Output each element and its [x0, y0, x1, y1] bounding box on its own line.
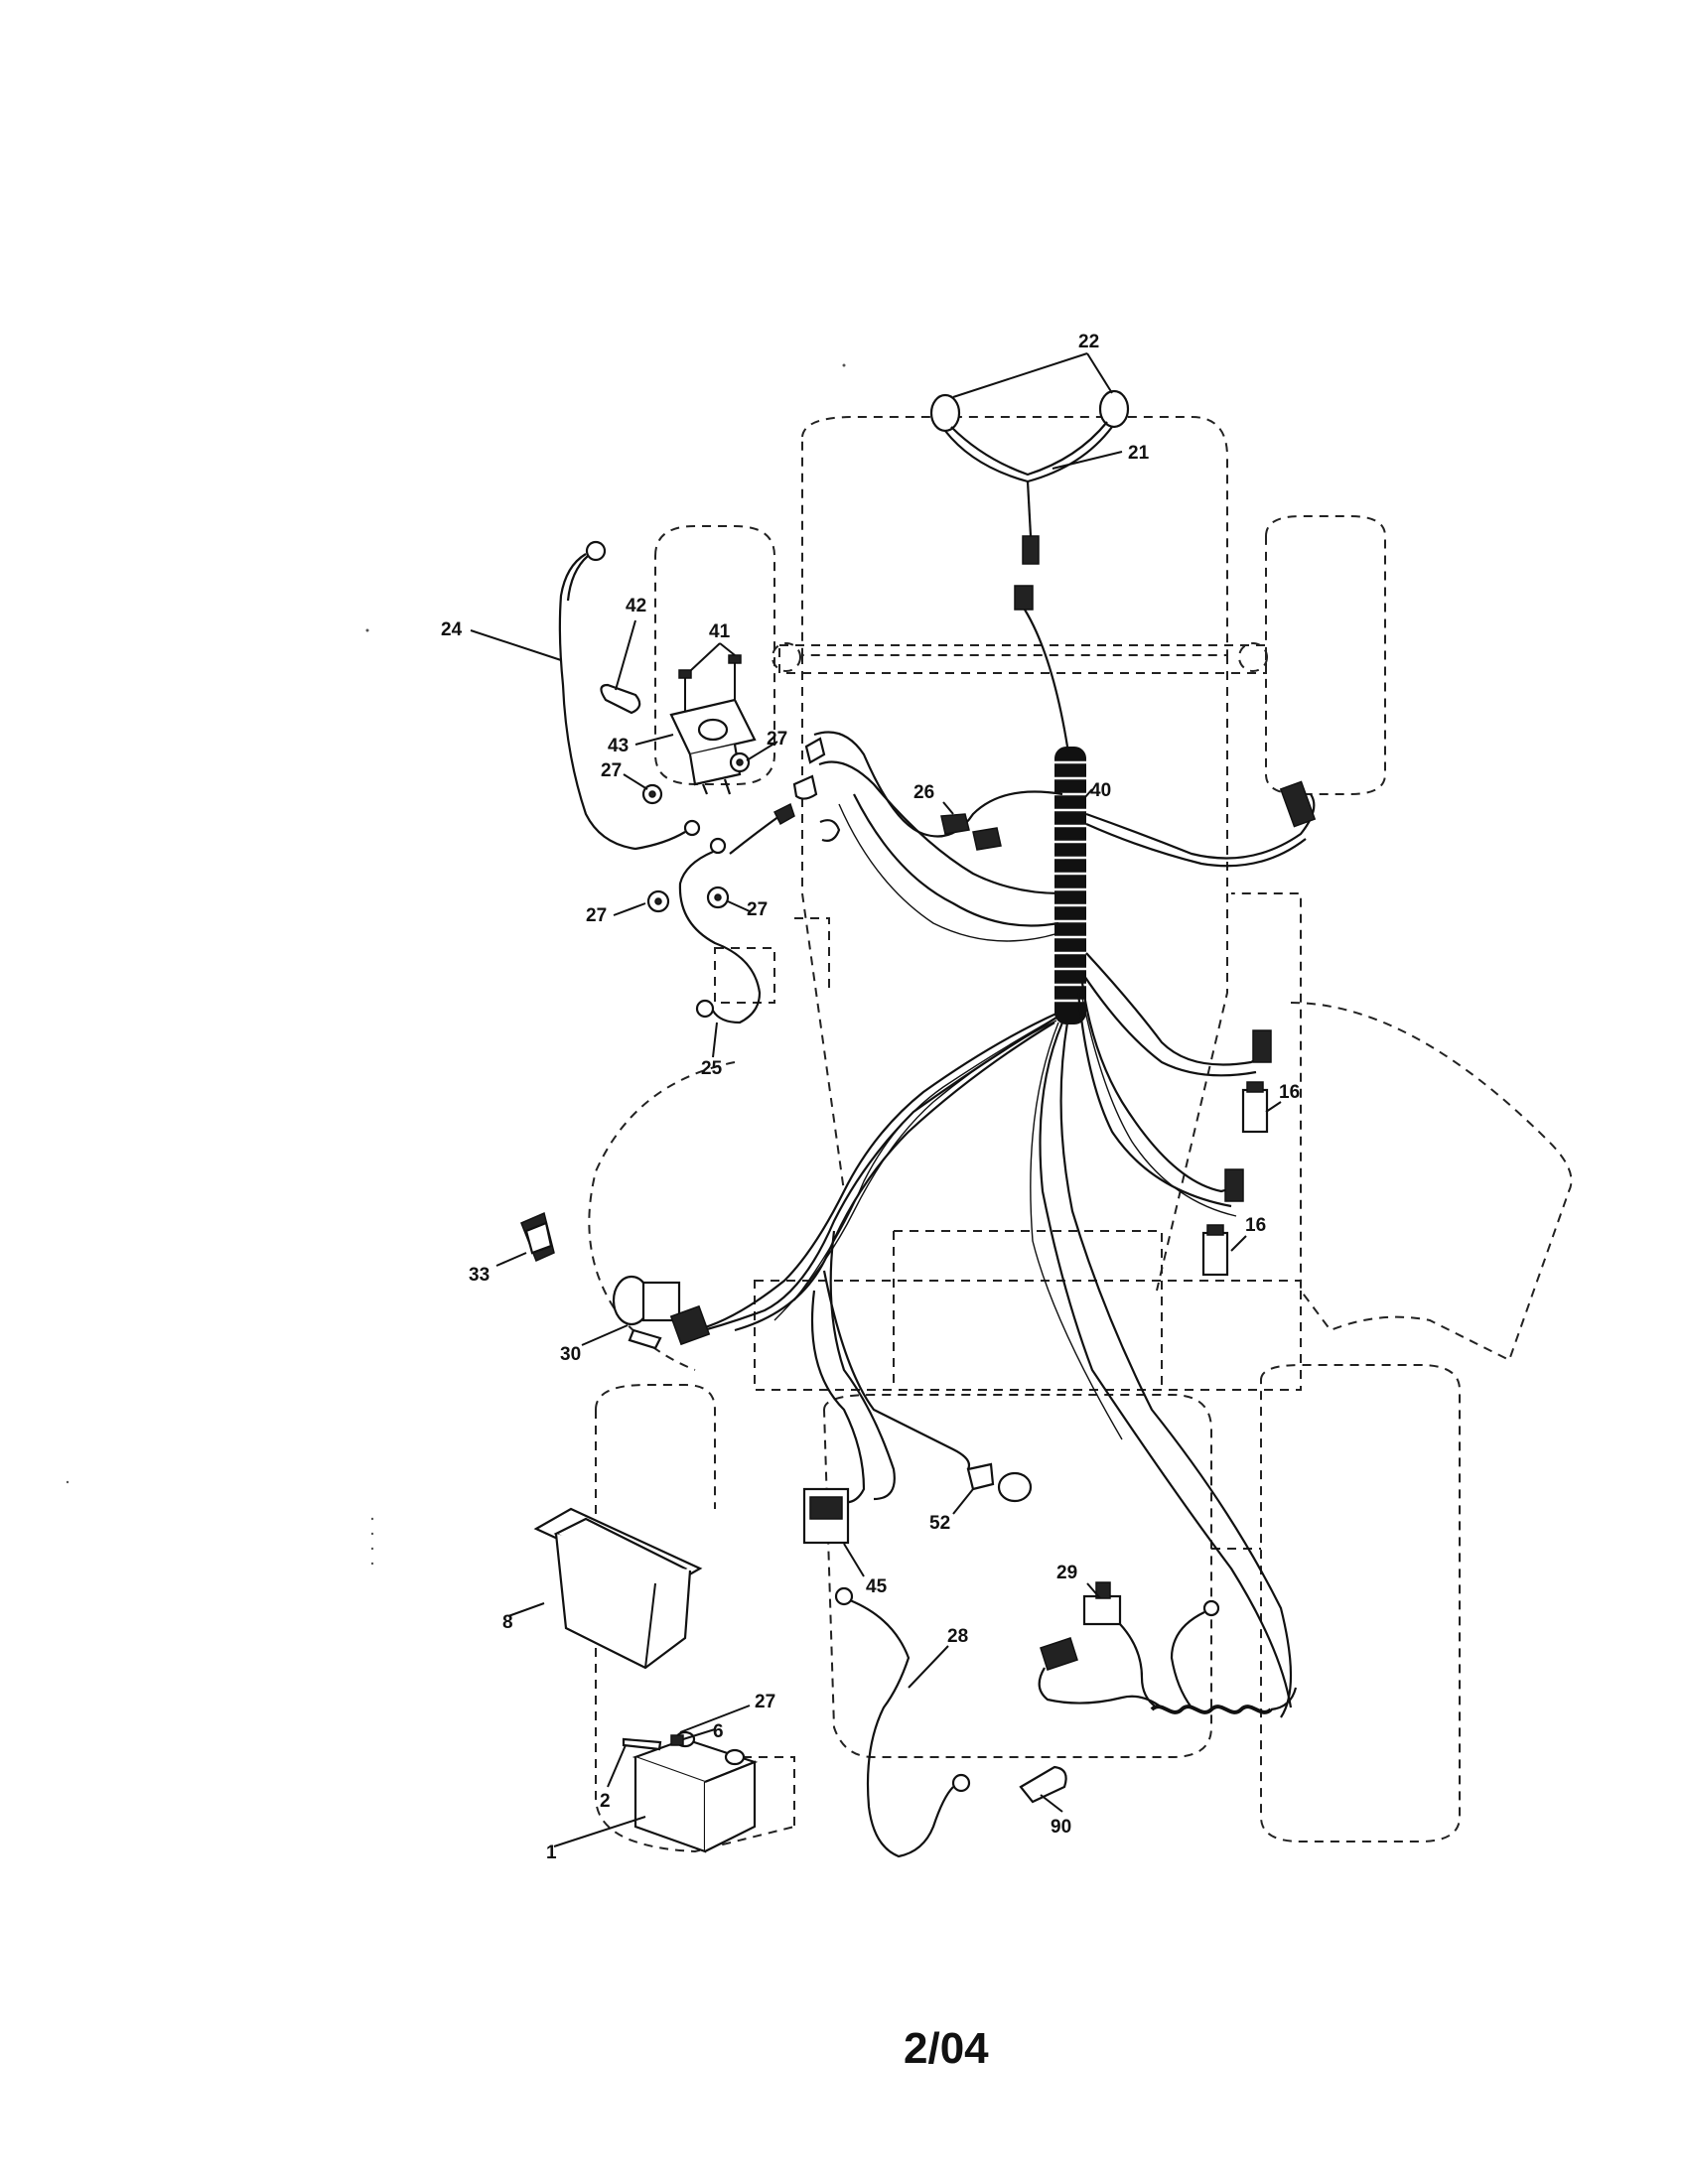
harness-branches [684, 731, 1317, 1718]
callout-52: 52 [929, 1513, 950, 1534]
callout-30: 30 [560, 1344, 581, 1365]
callout-43: 43 [608, 736, 629, 756]
callout-22: 22 [1078, 332, 1099, 352]
module-and-bulb [802, 1462, 1033, 1545]
callout-2: 2 [600, 1791, 611, 1812]
callout-28: 28 [947, 1626, 968, 1647]
callout-33: 33 [469, 1265, 490, 1286]
callout-25: 25 [701, 1058, 723, 1079]
scan-specks [66, 363, 846, 1566]
callout-26: 26 [913, 782, 934, 803]
battery-assembly [533, 1507, 1067, 1858]
rear-components [1038, 1581, 1298, 1714]
callout-27-upper: 27 [767, 729, 787, 750]
callout-24: 24 [441, 619, 463, 640]
wire-harness-conduit [1054, 747, 1086, 1024]
callout-27-lower-left: 27 [586, 905, 607, 926]
callout-41: 41 [709, 621, 731, 642]
callout-16-lower: 16 [1245, 1215, 1266, 1236]
callout-6: 6 [713, 1721, 724, 1742]
callout-90: 90 [1051, 1817, 1071, 1838]
callout-labels: 22 21 24 42 41 43 27 27 27 27 26 40 25 1… [441, 332, 1300, 1863]
callout-leaders [470, 352, 1282, 1847]
callout-40: 40 [1090, 780, 1111, 801]
callout-8: 8 [502, 1612, 513, 1633]
tractor-outline [588, 416, 1573, 1853]
callout-1: 1 [546, 1843, 557, 1863]
callout-27-battery: 27 [755, 1692, 775, 1712]
ignition-switch [520, 1211, 711, 1350]
callout-21: 21 [1128, 443, 1150, 464]
callout-45: 45 [866, 1576, 888, 1597]
callout-27-lower-right: 27 [747, 899, 768, 920]
safety-switches [1201, 1081, 1269, 1277]
callout-29: 29 [1056, 1563, 1077, 1583]
headlight-assembly [929, 389, 1130, 748]
callout-27-left: 27 [601, 760, 622, 781]
callout-42: 42 [626, 596, 646, 616]
callout-16-upper: 16 [1279, 1082, 1300, 1103]
page-footer-date: 2/04 [904, 2024, 989, 2073]
solenoid-assembly [558, 540, 841, 1024]
